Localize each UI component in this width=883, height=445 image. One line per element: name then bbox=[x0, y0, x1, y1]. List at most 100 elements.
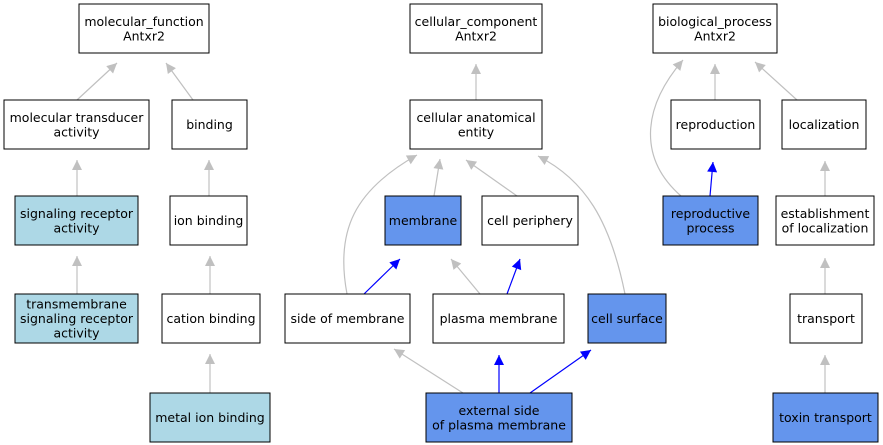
node-box bbox=[14, 293, 139, 344]
node-box bbox=[662, 195, 759, 246]
node-label-line: binding bbox=[186, 117, 233, 132]
node-label-line: activity bbox=[53, 220, 100, 235]
node-label-line: metal ion binding bbox=[155, 410, 265, 425]
node-box bbox=[481, 195, 579, 246]
node-box bbox=[169, 195, 248, 246]
node-box bbox=[587, 293, 667, 344]
arrowhead-sra-to-mta bbox=[72, 160, 82, 170]
node-label-line: signaling receptor bbox=[20, 311, 134, 326]
node-box bbox=[171, 99, 248, 150]
node-label-line: signaling receptor bbox=[20, 206, 134, 221]
node-label-line: cation binding bbox=[166, 311, 255, 326]
node-cellsurf[interactable]: cell surface bbox=[587, 293, 667, 344]
node-box bbox=[14, 195, 139, 246]
arrowhead-local-to-bp bbox=[755, 62, 766, 73]
node-label-line: biological_process bbox=[658, 14, 772, 29]
node-plasmamem[interactable]: plasma membrane bbox=[432, 293, 565, 344]
arrowhead-plasmamem-to-membrane bbox=[451, 259, 462, 270]
node-label-line: cell surface bbox=[591, 311, 663, 326]
node-label-line: localization bbox=[789, 117, 860, 132]
node-cationb[interactable]: cation binding bbox=[161, 293, 261, 344]
arrowhead-binding-to-mf bbox=[166, 63, 176, 75]
edge-extside-to-sidemem bbox=[393, 348, 464, 394]
node-label-line: of plasma membrane bbox=[432, 417, 566, 432]
arrowhead-tsra-to-sra bbox=[72, 256, 82, 266]
node-local[interactable]: localization bbox=[781, 99, 867, 150]
node-label-line: molecular transducer bbox=[10, 110, 145, 125]
node-box bbox=[789, 293, 863, 344]
node-transport[interactable]: transport bbox=[789, 293, 863, 344]
node-label-line: activity bbox=[53, 124, 100, 139]
node-label-line: transport bbox=[797, 311, 855, 326]
edge-sidemem-to-cae bbox=[343, 154, 418, 295]
arrowhead-reprop-to-repro bbox=[707, 162, 718, 173]
node-label-line: activity bbox=[53, 326, 100, 341]
node-repro[interactable]: reproduction bbox=[670, 99, 761, 150]
node-sidemem[interactable]: side of membrane bbox=[284, 293, 411, 344]
node-label-line: molecular_function bbox=[84, 14, 203, 29]
node-box bbox=[432, 293, 565, 344]
node-cellper[interactable]: cell periphery bbox=[481, 195, 579, 246]
node-label-line: Antxr2 bbox=[694, 28, 736, 43]
node-box bbox=[409, 3, 543, 54]
arrowhead-sidemem-to-membrane bbox=[389, 259, 400, 270]
node-box bbox=[284, 293, 411, 344]
node-label-line: Antxr2 bbox=[123, 28, 165, 43]
node-label-line: reproductive bbox=[671, 206, 751, 221]
node-label-line: transmembrane bbox=[26, 297, 127, 312]
node-membrane[interactable]: membrane bbox=[384, 195, 462, 246]
node-box bbox=[775, 195, 875, 246]
arrowhead-sidemem-to-cae bbox=[405, 155, 417, 165]
node-label-line: cell periphery bbox=[487, 213, 573, 228]
node-label-line: side of membrane bbox=[291, 311, 405, 326]
arrowhead-extside-to-plasmamem bbox=[494, 355, 504, 365]
node-box bbox=[384, 195, 462, 246]
node-label-line: external side bbox=[458, 403, 539, 418]
edges-layer bbox=[72, 59, 830, 394]
arrowhead-repro-to-bp bbox=[710, 64, 720, 74]
arrowhead-mta-to-mf bbox=[106, 63, 117, 74]
arrowhead-transport-to-estloc bbox=[820, 258, 830, 268]
arrowhead-cellsurf-to-cae bbox=[538, 156, 550, 166]
node-label-line: entity bbox=[458, 124, 495, 139]
arrowhead-cationb-to-ionb bbox=[205, 256, 215, 266]
arrowhead-membrane-to-cae bbox=[433, 159, 444, 170]
node-label-line: establishment bbox=[781, 206, 870, 221]
node-box bbox=[3, 99, 150, 150]
node-box bbox=[781, 99, 867, 150]
node-metalb[interactable]: metal ion binding bbox=[149, 392, 271, 443]
node-box bbox=[161, 293, 261, 344]
edge-extside-to-cellsurf bbox=[529, 349, 592, 394]
node-label-line: membrane bbox=[389, 213, 458, 228]
node-ionb[interactable]: ion binding bbox=[169, 195, 248, 246]
node-box bbox=[425, 392, 573, 443]
node-label-line: process bbox=[686, 220, 734, 235]
node-label-line: plasma membrane bbox=[440, 311, 558, 326]
arrowhead-plasmamem-to-cellper bbox=[511, 259, 522, 271]
node-label-line: Antxr2 bbox=[455, 28, 497, 43]
node-box bbox=[652, 3, 778, 54]
node-box bbox=[670, 99, 761, 150]
node-label-line: ion binding bbox=[174, 213, 244, 228]
node-binding[interactable]: binding bbox=[171, 99, 248, 150]
node-box bbox=[772, 392, 879, 443]
arrowhead-toxin-to-transport bbox=[820, 355, 830, 365]
node-label-line: cellular anatomical bbox=[416, 110, 535, 125]
node-toxin[interactable]: toxin transport bbox=[772, 392, 879, 443]
arrowhead-estloc-to-local bbox=[820, 161, 830, 171]
node-box bbox=[149, 392, 271, 443]
arrowhead-extside-to-sidemem bbox=[394, 349, 406, 359]
arrowhead-cae-to-cc bbox=[471, 64, 481, 74]
